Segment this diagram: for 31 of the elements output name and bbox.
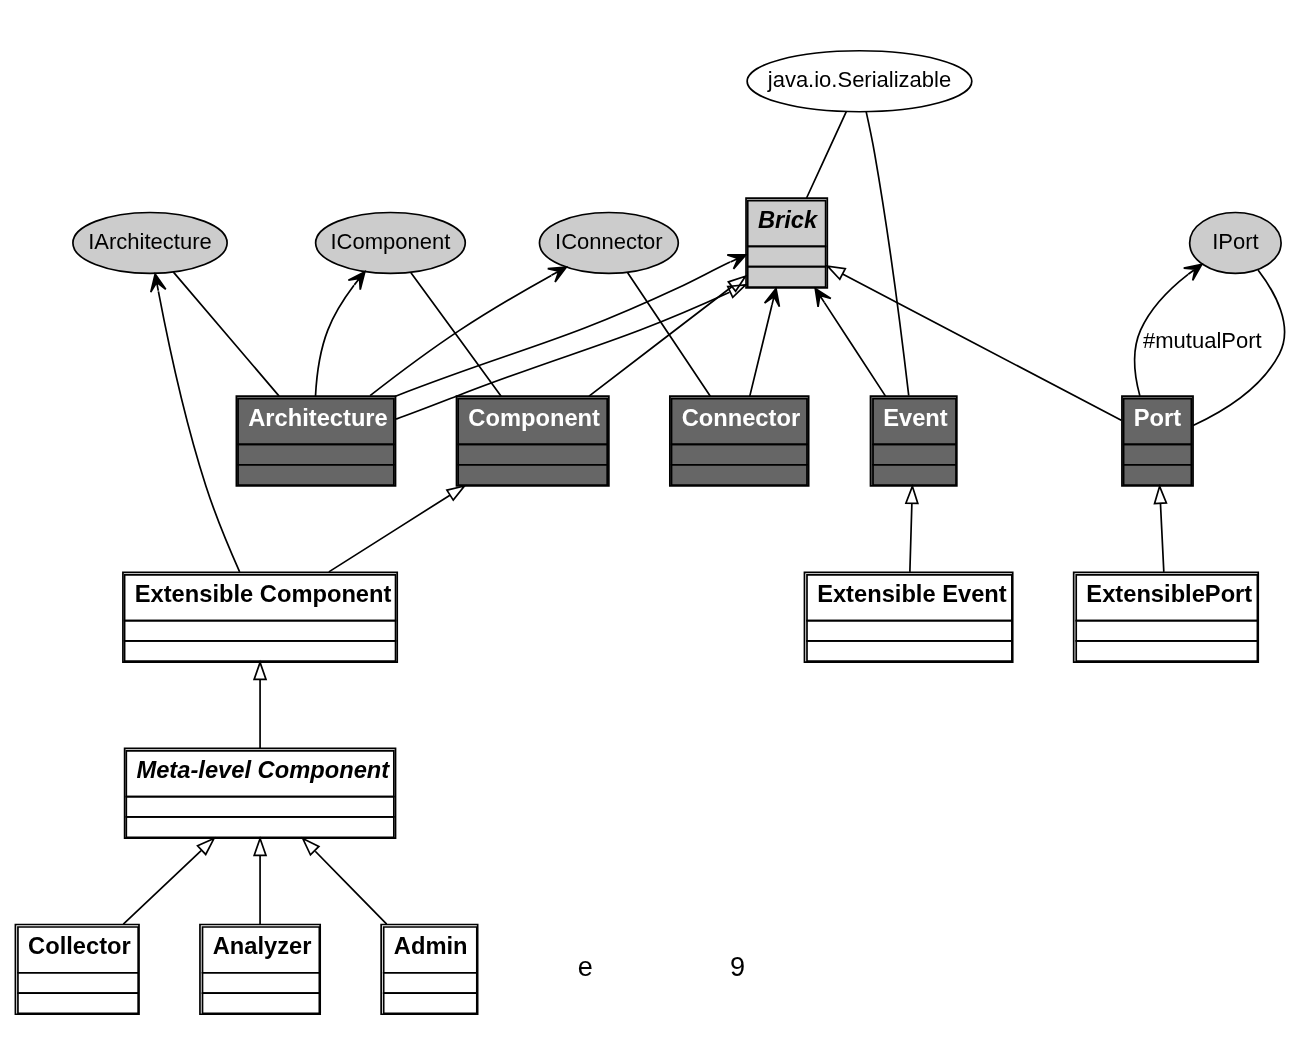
connector [1192, 268, 1286, 426]
arrow [369, 265, 568, 396]
arrow [1133, 262, 1203, 397]
node-ellipse: IPort [1188, 211, 1282, 274]
connector [865, 110, 910, 397]
connector [410, 271, 502, 397]
arrow [814, 287, 887, 397]
node-ellipse: IConnector [538, 211, 680, 274]
arrow [748, 287, 781, 397]
connector [805, 110, 848, 199]
arrow [252, 659, 268, 749]
arrow [904, 483, 919, 573]
arrow [328, 484, 467, 573]
arrow [588, 274, 748, 397]
arrow [825, 264, 1123, 421]
label: 9 [730, 950, 746, 982]
arrow [394, 253, 747, 397]
connector [626, 271, 712, 397]
arrow [1153, 483, 1168, 573]
arrow [395, 283, 748, 420]
edge-label: #mutualPort [1143, 327, 1262, 353]
arrow [314, 270, 366, 397]
label: e [577, 950, 593, 982]
node-ellipse: java.io.Serializable [746, 49, 973, 113]
arrow [149, 272, 241, 573]
arrow [252, 835, 268, 925]
node-ellipse: IComponent [314, 211, 467, 274]
arrow [301, 836, 388, 925]
connector [172, 270, 280, 397]
arrow [122, 836, 216, 925]
node-ellipse: IArchitecture [72, 211, 228, 274]
